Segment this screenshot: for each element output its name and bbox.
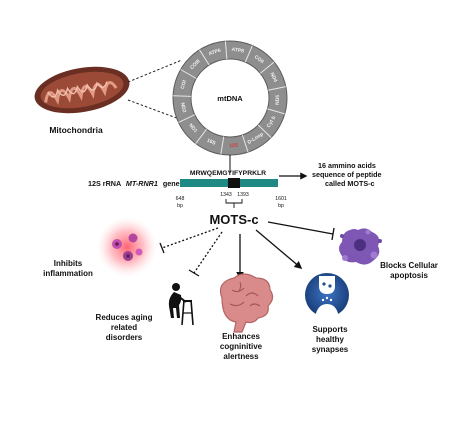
synapse-icon xyxy=(305,273,349,318)
mots-c-title: MOTS-c xyxy=(209,212,258,227)
mitochondria-label: Mitochondria xyxy=(49,125,103,135)
ring-divider xyxy=(224,41,228,60)
ring-gene-label: ATP6 xyxy=(208,48,222,58)
peptide-sequence: MRWQEMGYIFYPRKLR xyxy=(190,170,266,177)
ring-dividers xyxy=(173,41,286,155)
ring-gene-label: ND5 xyxy=(275,95,281,105)
inner-end-position: 1393 xyxy=(237,192,249,198)
right-position: 1601 xyxy=(275,196,287,202)
brain-icon xyxy=(219,273,274,333)
inflammation-label-1: Inhibits xyxy=(54,259,83,268)
ring-gene-label: 16S xyxy=(206,138,217,147)
ring-divider xyxy=(241,134,249,153)
rrna-gene-name: MT-RNR1 xyxy=(126,179,158,188)
aging-inhibit-bar xyxy=(188,269,200,277)
rrna-prefix: 12S rRNA xyxy=(88,179,121,188)
cognition-label-1: Enhances xyxy=(222,332,260,341)
left-position: 648 xyxy=(176,196,185,202)
ring-divider xyxy=(257,124,272,138)
mots-c-coding-region xyxy=(228,178,240,188)
ring-divider xyxy=(180,69,197,79)
ring-divider xyxy=(195,128,207,144)
rrna-gene-label: 12S rRNA MT-RNR1 gene xyxy=(88,179,180,188)
aging-person-icon xyxy=(168,283,194,326)
inflammation-inhibit-line xyxy=(161,227,219,249)
ring-divider xyxy=(199,49,210,66)
aging-label-3: disorders xyxy=(106,333,143,342)
coding-region-brace xyxy=(225,199,243,208)
ring-gene-label: COII xyxy=(253,54,265,65)
left-bp-unit: bp xyxy=(177,203,183,209)
apoptosis-inhibit-bar xyxy=(331,227,335,241)
aging-inhibit-line xyxy=(193,231,223,274)
synapse-arrow xyxy=(255,229,303,270)
ring-gene-label: ATP8 xyxy=(231,47,244,55)
synapse-label-3: synapses xyxy=(312,345,349,354)
mitochondrion-illustration xyxy=(34,66,130,114)
ring-gene-label: ND1 xyxy=(187,123,198,135)
ring-gene-label: 12S xyxy=(229,142,239,149)
inflammation-icon xyxy=(97,217,157,277)
inner-start-position: 1343 xyxy=(220,192,232,198)
inflammation-inhibit-bar xyxy=(159,242,165,254)
synapse-label-2: healthy xyxy=(316,335,345,344)
cognition-label-3: alertness xyxy=(223,352,259,361)
aging-label-2: related xyxy=(111,323,137,332)
right-bp-unit: bp xyxy=(278,203,284,209)
peptide-note-line3: called MOTS-c xyxy=(325,179,375,188)
apoptotic-cell-icon xyxy=(339,228,382,265)
rrna-suffix: gene xyxy=(163,179,180,188)
synapse-label-1: Supports xyxy=(312,325,348,334)
apoptosis-label-1: Blocks Cellular xyxy=(380,261,438,270)
ring-gene-label: ND4 xyxy=(269,72,279,84)
ring-gene-label: COI xyxy=(180,79,188,90)
ring-divider xyxy=(173,95,192,97)
ring-divider xyxy=(220,136,225,155)
aging-label-1: Reduces aging xyxy=(96,313,153,322)
inflammation-label-2: inflammation xyxy=(43,269,93,278)
ring-divider xyxy=(244,45,253,63)
mtdna-center-label: mtDNA xyxy=(217,94,243,103)
ring-gene-label: Cyt b xyxy=(266,115,277,129)
ring-divider xyxy=(268,86,286,91)
peptide-note-line2: sequence of peptide xyxy=(312,170,382,179)
ring-gene-label: ND2 xyxy=(179,102,187,113)
apoptosis-label-2: apoptosis xyxy=(390,271,428,280)
ring-divider xyxy=(178,114,195,123)
peptide-note-line1: 16 ammino acids xyxy=(318,161,376,170)
apoptosis-inhibit-line xyxy=(267,221,334,235)
zoom-line-bottom xyxy=(127,99,183,121)
zoom-line-top xyxy=(127,59,183,83)
ring-divider xyxy=(259,61,275,74)
ring-divider xyxy=(267,108,285,115)
cognition-label-2: cogninitive xyxy=(220,342,263,351)
